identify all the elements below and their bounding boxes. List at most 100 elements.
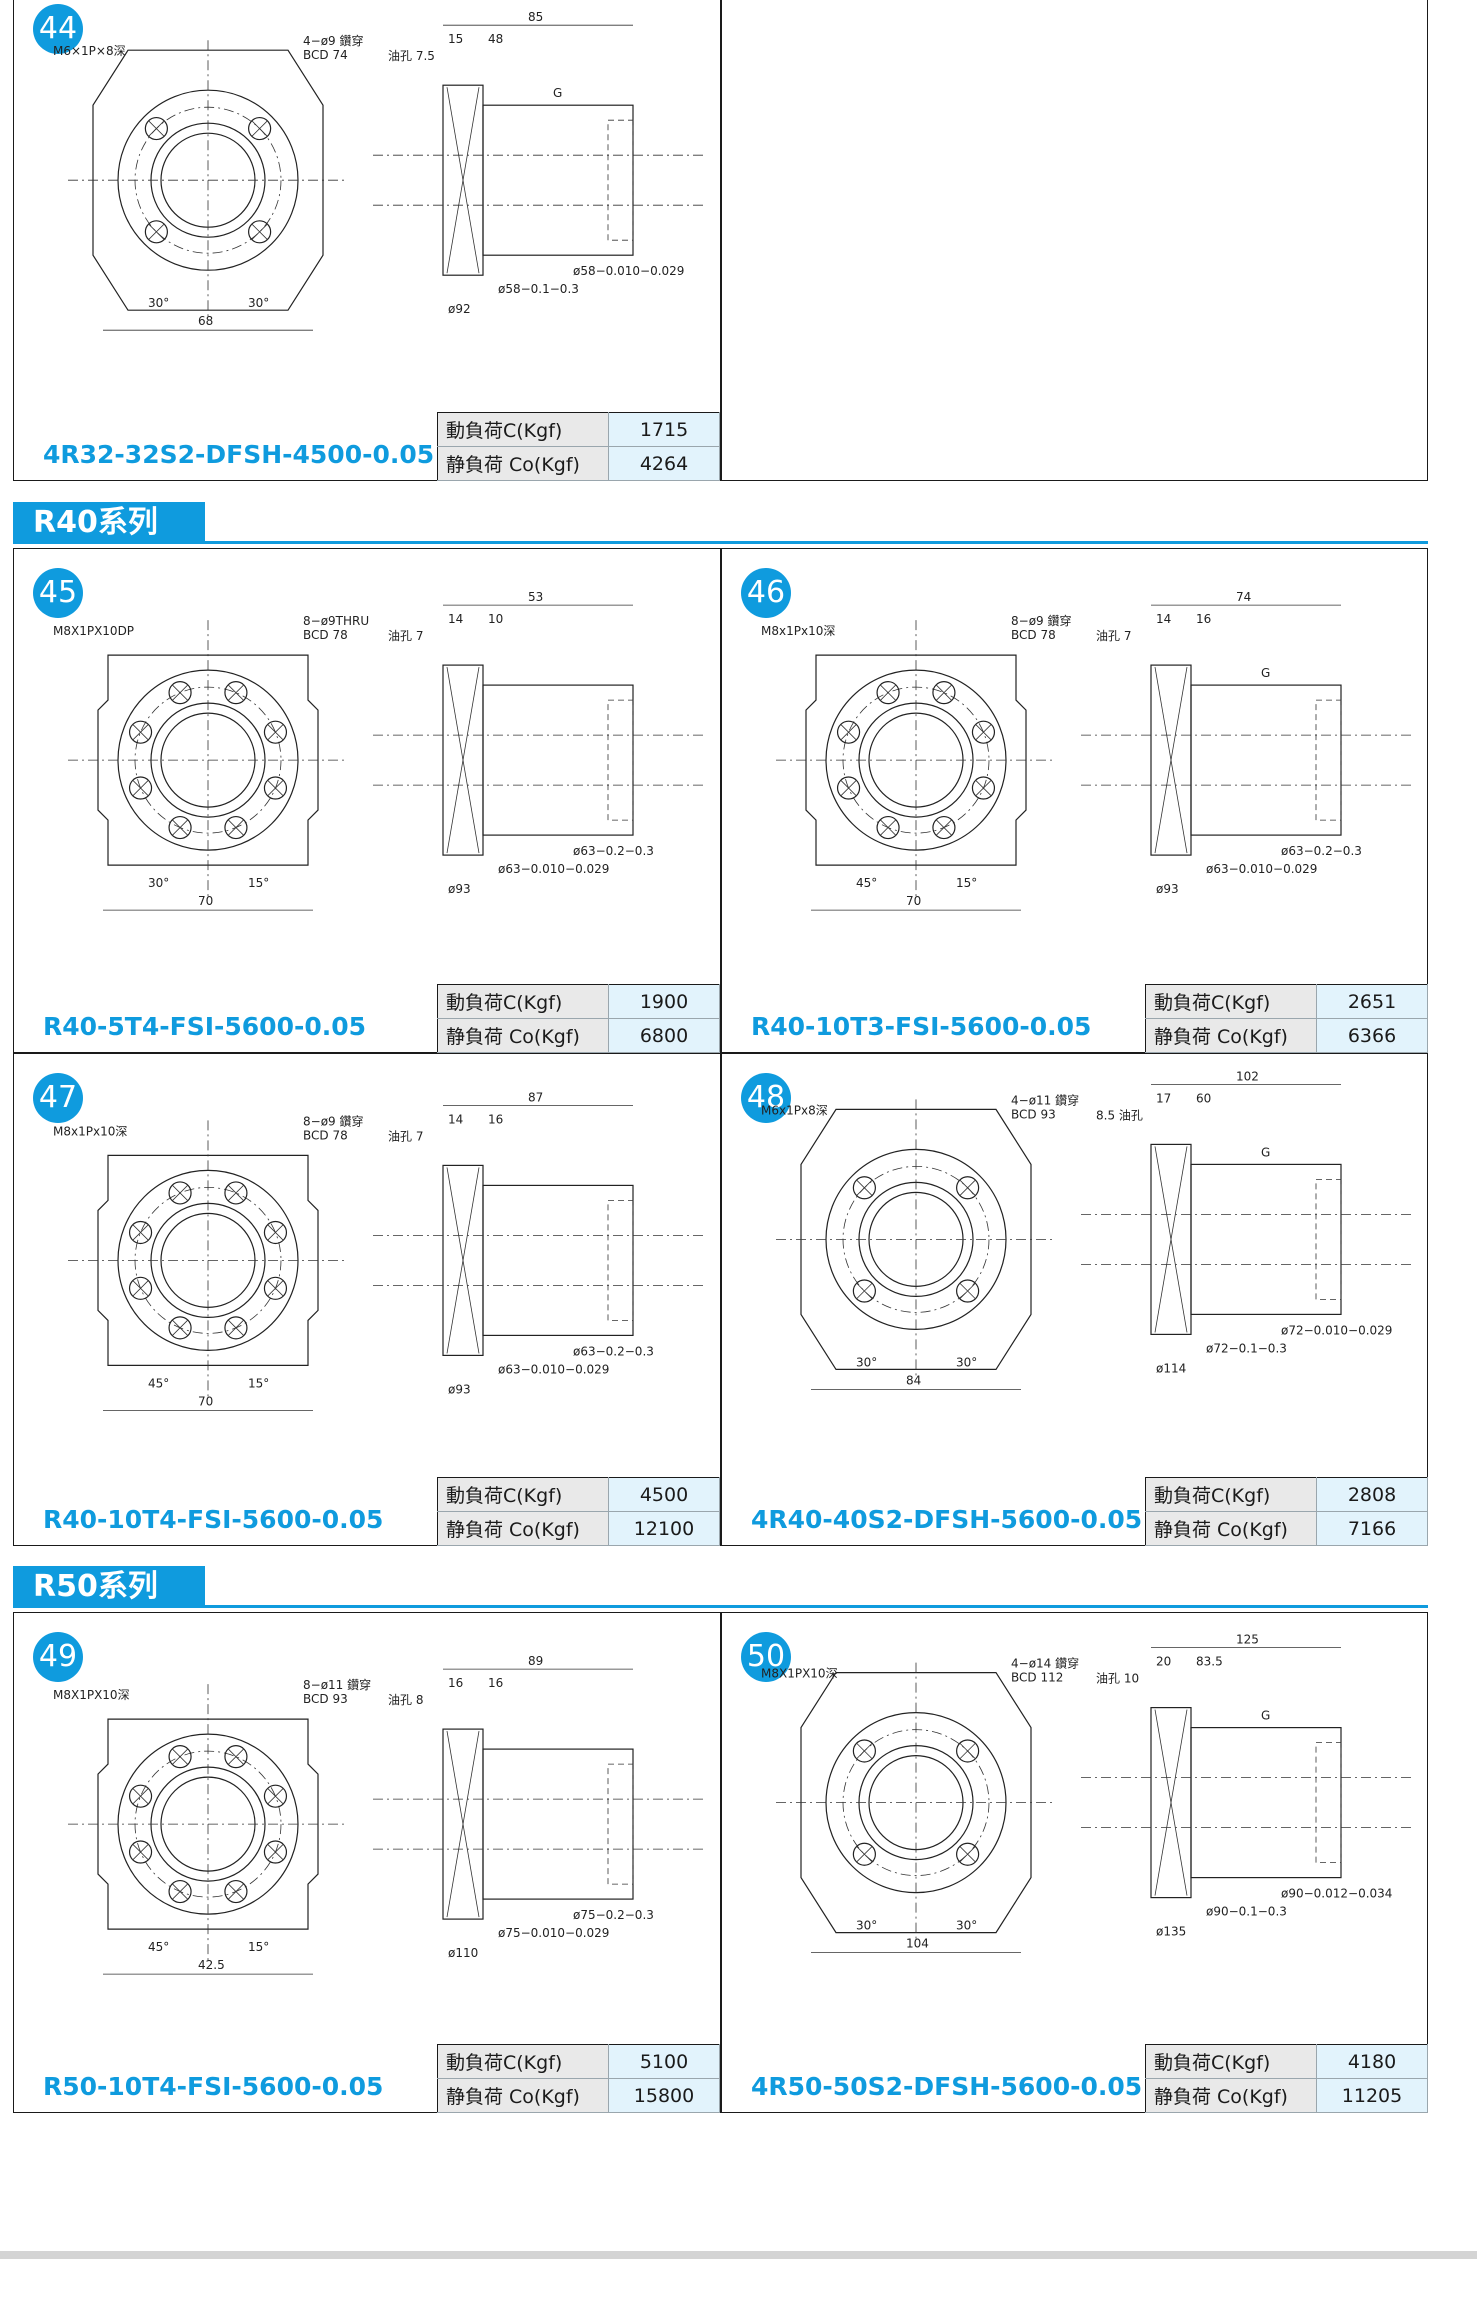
bolt-hole: [128, 1784, 153, 1808]
dim-d2: ø63−0.2−0.3: [573, 844, 654, 858]
flange-outline: [800, 1108, 1032, 1370]
card-number: 44: [33, 4, 83, 54]
bolt-hole: [144, 116, 168, 141]
dim-d3: ø93: [448, 882, 471, 896]
hole-cross: [251, 223, 268, 241]
dim-tap: M8X1PX10深: [761, 1667, 838, 1681]
dim-bcd: BCD 74: [303, 48, 348, 62]
dim-d3: ø110: [448, 1946, 478, 1960]
dynamic-load-value: 2808: [1316, 1477, 1428, 1512]
dim-tap: M6×1P×8深: [53, 44, 126, 58]
part-code: R50-10T4-FSI-5600-0.05: [43, 2072, 384, 2101]
dim-bcd: BCD 93: [303, 1692, 348, 1706]
bolt-hole: [144, 220, 168, 244]
dim-angle: 45°: [148, 1376, 169, 1390]
section-line: [1154, 667, 1188, 854]
hole-cross: [227, 1883, 245, 1900]
dynamic-load-label: 動負荷C(Kgf): [1145, 2044, 1317, 2079]
section-title-r50: R50系列: [13, 1566, 205, 1608]
dim-tap: M8X1PX10DP: [53, 624, 134, 638]
dim-d1: ø63−0.010−0.029: [498, 1362, 609, 1376]
dim-angle: 15°: [248, 1376, 269, 1390]
bolt-hole: [971, 776, 996, 800]
nut-body: [482, 104, 634, 256]
dim-width: 68: [198, 314, 213, 328]
dim-angle: 30°: [856, 1919, 877, 1933]
dim-length: 85: [528, 10, 543, 24]
hole-cross: [227, 1184, 245, 1202]
section-rule: [13, 1605, 1428, 1608]
hole-cross: [227, 819, 245, 836]
hole-cross: [267, 779, 284, 797]
load-table: 動負荷C(Kgf)4500 静負荷 Co(Kgf)12100: [437, 1477, 720, 1546]
dim-width: 104: [906, 1937, 929, 1951]
dim-width: 70: [906, 894, 921, 908]
dynamic-load-label: 動負荷C(Kgf): [1145, 984, 1317, 1019]
nut-body: [482, 684, 634, 836]
hole-cross: [148, 223, 165, 241]
hidden-bore: [1315, 699, 1342, 821]
hole-cross: [856, 1179, 873, 1197]
card-number: 48: [741, 1073, 791, 1123]
static-load-value: 6366: [1316, 1018, 1428, 1053]
bolt-hole: [852, 1842, 876, 1866]
bolt-hole: [932, 815, 956, 840]
dim-angle: 30°: [248, 296, 269, 310]
dim-holes: 4−ø14 鑽穿: [1011, 1656, 1079, 1671]
hole-cross: [267, 723, 284, 741]
dim-a: 17: [1156, 1091, 1171, 1105]
dynamic-load-label: 動負荷C(Kgf): [437, 984, 609, 1019]
panel-divider: [720, 0, 722, 481]
dim-g: G: [553, 86, 562, 100]
dim-width: 70: [198, 894, 213, 908]
dim-d2: ø75−0.2−0.3: [573, 1908, 654, 1922]
hole-cross: [148, 120, 165, 137]
part-code: 4R40-40S2-DFSH-5600-0.05: [751, 1505, 1143, 1534]
nut-body: [1190, 1726, 1342, 1879]
dim-width: 84: [906, 1373, 921, 1387]
part-code: R40-10T3-FSI-5600-0.05: [751, 1012, 1092, 1041]
bolt-hole: [932, 681, 956, 705]
part-code: R40-5T4-FSI-5600-0.05: [43, 1012, 367, 1041]
dim-b: 48: [488, 32, 503, 46]
hole-cross: [132, 1843, 149, 1861]
dim-a: 14: [448, 1112, 463, 1126]
bolt-hole: [224, 1181, 248, 1205]
static-load-value: 6800: [608, 1018, 720, 1053]
dim-length: 102: [1236, 1069, 1259, 1083]
bolt-hole: [224, 681, 248, 705]
bolt-hole: [876, 681, 900, 705]
nut-body: [1190, 1163, 1342, 1316]
dim-a: 14: [448, 612, 463, 626]
nut-body: [482, 1748, 634, 1900]
dim-b: 16: [488, 1676, 503, 1690]
dim-width: 70: [198, 1394, 213, 1408]
bolt-hole: [128, 720, 153, 744]
dim-angle: 30°: [856, 1355, 877, 1369]
dim-holes: 8−ø11 鑽穿: [303, 1677, 371, 1692]
section-line: [1154, 1709, 1188, 1896]
dim-holes: 8−ø9 鑽穿: [303, 1113, 363, 1128]
bolt-hole: [956, 1842, 980, 1866]
hole-cross: [171, 819, 189, 836]
bolt-hole: [876, 815, 900, 840]
dim-oil: 油孔 10: [1096, 1672, 1139, 1686]
load-table: 動負荷C(Kgf)4180 静負荷 Co(Kgf)11205: [1145, 2044, 1428, 2113]
bolt-hole: [852, 1176, 876, 1200]
dim-a: 15: [448, 32, 463, 46]
bolt-hole: [956, 1739, 980, 1763]
section-line: [446, 667, 480, 854]
flange-outline: [97, 1154, 319, 1366]
hole-cross: [879, 684, 897, 701]
dim-angle: 45°: [856, 876, 877, 890]
hole-cross: [132, 723, 149, 741]
dim-bcd: BCD 78: [303, 628, 348, 642]
